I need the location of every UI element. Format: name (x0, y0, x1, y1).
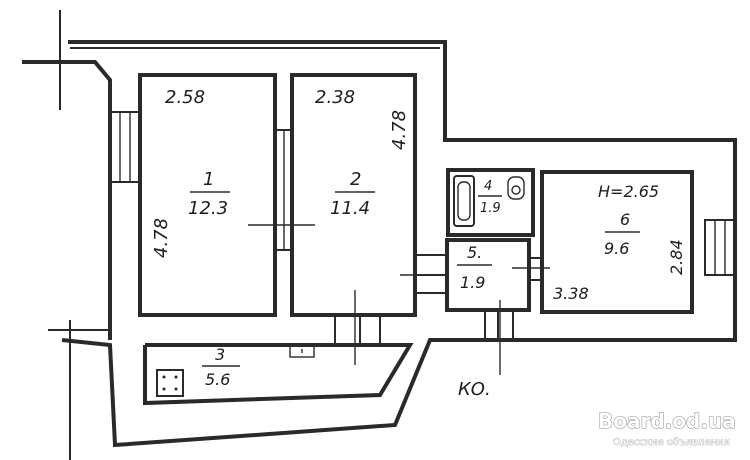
bathtub-icon (453, 175, 475, 227)
toilet-icon (507, 176, 525, 200)
room-6-length: 2.84 (667, 239, 686, 275)
room-6-width: 3.38 (553, 284, 589, 303)
room-2-width: 2.38 (315, 87, 355, 108)
room-3-area: 5.6 (205, 370, 230, 389)
door-room-5-6 (512, 257, 550, 281)
entrance-door (484, 300, 514, 375)
room-3-number: 3 (215, 345, 225, 364)
room-6-area: 9.6 (604, 239, 629, 258)
entrance-label: КО. (458, 379, 491, 400)
window-left (109, 111, 141, 183)
window-right (704, 219, 736, 276)
room-5-area: 1.9 (460, 273, 485, 292)
room-4-area: 1.9 (480, 201, 501, 216)
room-6-number: 6 (620, 210, 630, 229)
window-partition-1-2 (275, 129, 293, 251)
outer-walls (22, 10, 737, 460)
watermark-site: Board.od.ua (598, 409, 736, 433)
watermark-subtitle: Одесские объявления (613, 437, 730, 448)
room-1-walls (138, 73, 277, 317)
sink-icon (289, 344, 315, 358)
room-5-number: 5. (467, 243, 482, 262)
stove-icon (156, 369, 184, 397)
door-room-2-corridor (334, 290, 381, 365)
room-1-length: 4.78 (151, 218, 172, 258)
room-6-walls (540, 170, 694, 314)
room-1-number: 1 (203, 169, 214, 190)
room-1-area: 12.3 (188, 198, 228, 219)
room-2-area: 11.4 (330, 198, 370, 219)
room-4-number: 4 (484, 179, 492, 194)
room-1-width: 2.58 (165, 87, 205, 108)
room-2-number: 2 (350, 169, 361, 190)
room-4-walls (446, 168, 535, 237)
ceiling-height: H=2.65 (598, 182, 659, 201)
room-3-walls (143, 343, 414, 406)
room-2-length: 4.78 (389, 110, 410, 150)
door-room-5-2 (400, 254, 448, 294)
